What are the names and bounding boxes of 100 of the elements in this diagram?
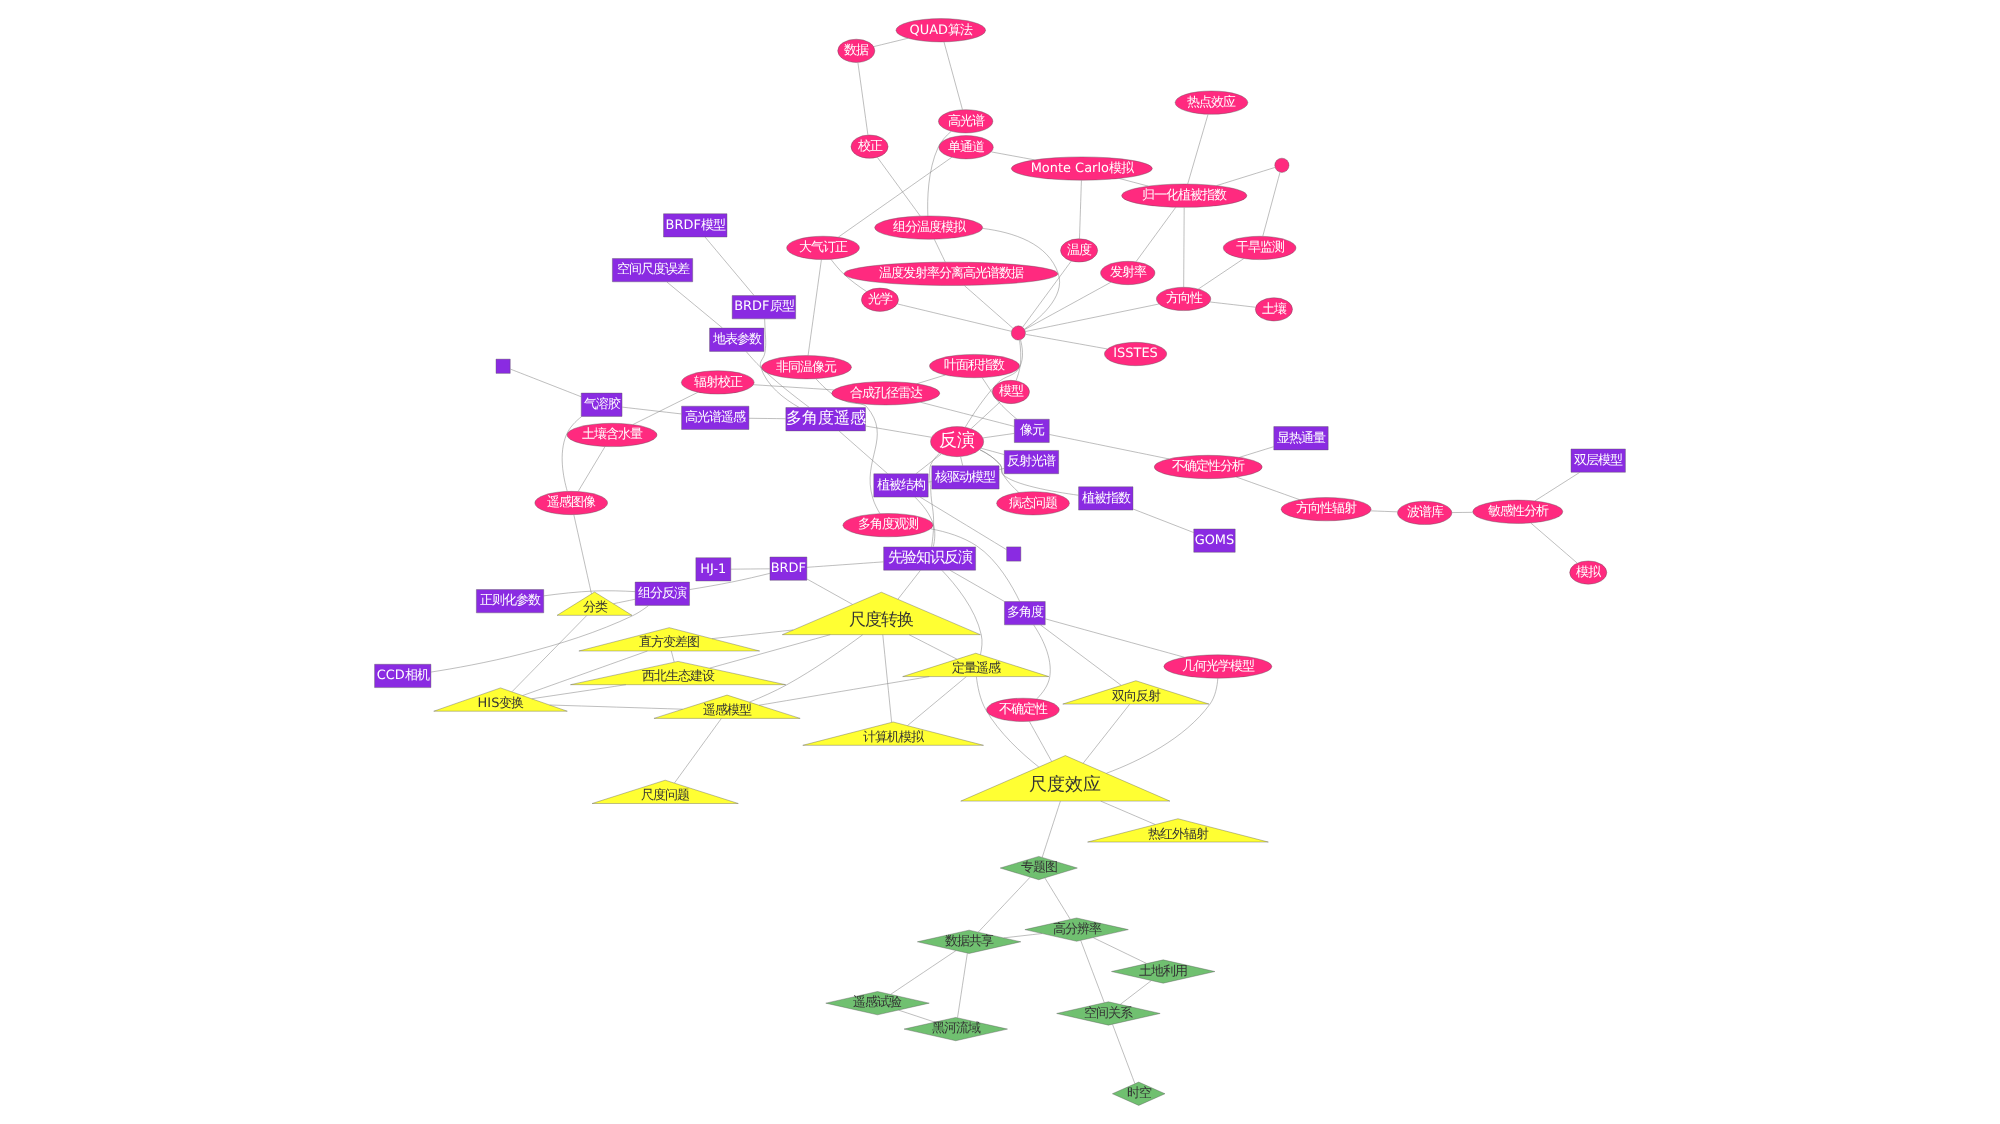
connector xyxy=(838,430,888,475)
connector xyxy=(980,447,1005,455)
connector xyxy=(929,452,940,548)
connector xyxy=(806,561,884,568)
connector xyxy=(1049,434,1170,460)
node-ellipse: 反演 xyxy=(930,426,984,457)
connector xyxy=(711,629,794,639)
connector xyxy=(908,634,958,660)
connector xyxy=(1120,980,1152,1005)
connector xyxy=(934,239,946,263)
connector xyxy=(1187,114,1209,185)
connector xyxy=(976,676,1040,768)
connector xyxy=(760,318,800,408)
connector xyxy=(919,496,1007,550)
connector xyxy=(666,281,723,329)
connector xyxy=(1119,178,1149,187)
connector xyxy=(877,157,921,217)
connector xyxy=(1025,334,1108,350)
connector xyxy=(1100,800,1156,825)
connector xyxy=(927,131,952,217)
connector xyxy=(1534,472,1581,502)
connector xyxy=(753,384,835,391)
connector xyxy=(920,401,1015,427)
connector xyxy=(873,37,909,47)
connector xyxy=(970,401,1001,429)
connector xyxy=(838,157,953,238)
connector xyxy=(1044,877,1071,920)
connector xyxy=(830,259,867,292)
connector xyxy=(621,406,682,415)
connector xyxy=(632,392,699,425)
connector xyxy=(745,351,810,408)
connector xyxy=(941,570,983,655)
connector xyxy=(964,285,1014,329)
connector xyxy=(1029,721,1052,762)
connector xyxy=(982,228,1060,330)
connector xyxy=(1370,510,1398,513)
connector xyxy=(1262,172,1281,237)
connector xyxy=(1198,258,1245,290)
connector xyxy=(511,615,587,692)
connector xyxy=(930,528,1020,602)
connector xyxy=(1015,339,1022,381)
connector xyxy=(915,453,942,474)
connector xyxy=(1082,704,1130,764)
connector xyxy=(914,497,936,547)
connector xyxy=(1024,282,1112,330)
connector xyxy=(897,570,921,600)
connector xyxy=(806,578,853,605)
connector xyxy=(949,570,1005,602)
connector xyxy=(982,433,1015,439)
connector xyxy=(561,416,582,492)
connector xyxy=(689,573,771,590)
node-circle xyxy=(1274,158,1290,173)
connector xyxy=(1093,937,1147,964)
connector xyxy=(1238,446,1274,458)
connector xyxy=(1135,207,1177,263)
connector xyxy=(1209,301,1256,308)
connector xyxy=(1106,677,1219,774)
node-box xyxy=(495,358,511,374)
connector xyxy=(531,684,627,700)
connector xyxy=(1003,933,1043,939)
connector xyxy=(510,368,582,397)
connector xyxy=(1451,512,1473,513)
connector xyxy=(1045,618,1185,658)
connector xyxy=(577,446,606,492)
connector xyxy=(758,676,930,706)
connector xyxy=(943,41,963,110)
connector xyxy=(882,634,892,723)
connector xyxy=(977,876,1031,933)
connector xyxy=(979,449,1019,493)
connector xyxy=(897,303,1012,332)
connector xyxy=(815,378,881,514)
connector xyxy=(1132,508,1194,533)
connector xyxy=(674,718,722,784)
connector xyxy=(857,62,869,136)
connector xyxy=(1080,940,1105,1003)
connector xyxy=(748,418,787,419)
connector xyxy=(1025,303,1160,332)
connector xyxy=(1530,522,1578,564)
connector xyxy=(898,1009,935,1023)
connector xyxy=(1042,800,1061,858)
connector xyxy=(522,650,648,696)
connector xyxy=(730,568,771,570)
connector xyxy=(1112,1024,1136,1084)
connector xyxy=(709,634,831,669)
connector xyxy=(865,425,932,438)
connector xyxy=(807,259,822,356)
connector xyxy=(1216,167,1276,186)
connector xyxy=(1022,260,1072,328)
connector xyxy=(573,514,592,595)
connector xyxy=(957,952,968,1018)
connector xyxy=(907,676,967,726)
connector xyxy=(981,377,1018,420)
node-box xyxy=(1006,546,1022,562)
connector xyxy=(999,468,1005,470)
connector xyxy=(991,151,1035,161)
connector xyxy=(671,650,675,663)
connector xyxy=(1040,624,1122,686)
connector xyxy=(1236,476,1300,500)
connector xyxy=(549,704,683,710)
connector xyxy=(704,236,755,296)
